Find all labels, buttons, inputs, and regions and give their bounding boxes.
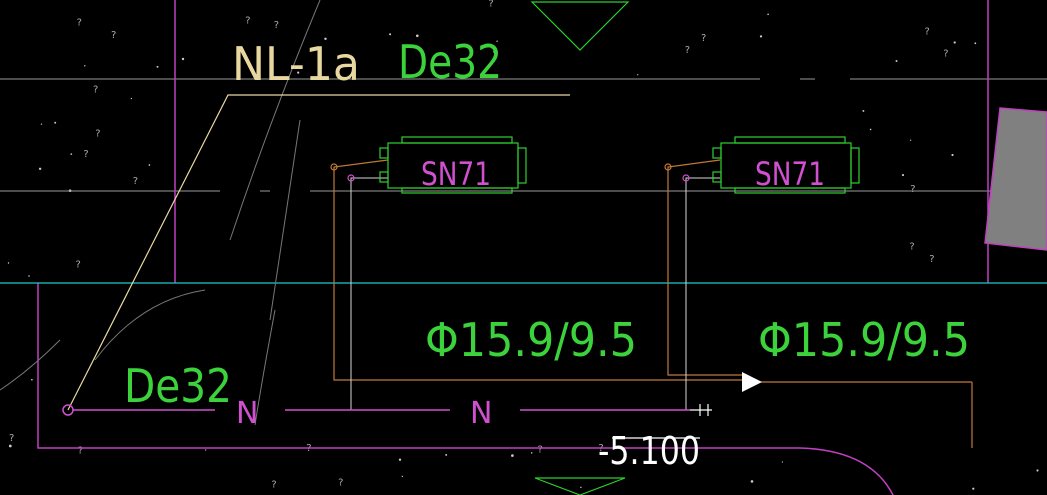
hatch-dot xyxy=(953,41,956,44)
hatch-mark: ? xyxy=(245,16,250,27)
hatch-dot xyxy=(637,74,639,76)
walls xyxy=(37,0,989,495)
elevation-marker xyxy=(612,404,712,439)
hatch-mark: ? xyxy=(338,478,343,489)
hatch-dot xyxy=(493,50,496,53)
hatch-dot xyxy=(415,34,419,38)
riser-symbol[interactable] xyxy=(62,404,74,416)
top-triangle-symbol xyxy=(530,1,630,51)
hatch-dot xyxy=(580,486,582,489)
hatch-dot xyxy=(148,164,151,166)
hatch-dot xyxy=(496,40,498,42)
hatch-dot xyxy=(781,461,784,463)
pipe-spec-2-label: Φ15.9/9.5 xyxy=(758,313,970,367)
hatch-mark: ? xyxy=(685,45,690,56)
slab-hatch: ???????????????????????? xyxy=(7,0,1039,490)
faint-curves xyxy=(0,0,321,426)
hatch-dot xyxy=(130,97,133,100)
hatch-dot xyxy=(869,128,872,131)
hatch-mark: ? xyxy=(271,479,276,490)
drain-tag-2-label: N xyxy=(470,396,492,431)
hatch-mark: ? xyxy=(83,149,88,160)
hatch-mark: ? xyxy=(701,33,706,44)
branch-lines xyxy=(350,177,720,410)
hatch-dot xyxy=(445,453,448,456)
hatch-mark: ? xyxy=(93,85,98,96)
hatch-dot xyxy=(759,35,763,38)
hatch-dot xyxy=(181,57,185,61)
hatch-dot xyxy=(972,487,975,490)
hatch-dot xyxy=(974,42,977,45)
hatch-dot xyxy=(901,174,905,177)
bottom-triangle-symbol xyxy=(534,477,626,495)
hatch-dot xyxy=(895,60,898,62)
riser-id-label: NL-1a xyxy=(232,37,360,91)
hatch-dot xyxy=(511,454,514,457)
riser-size-label: De32 xyxy=(398,35,502,89)
hatch-mark: ? xyxy=(77,17,82,28)
indoor-unit-2[interactable] xyxy=(712,136,860,194)
hatch-mark: ? xyxy=(909,241,914,252)
hatch-dot xyxy=(389,33,392,36)
hatch-dot xyxy=(205,449,207,451)
hatch-mark: ? xyxy=(9,433,14,444)
hatch-dot xyxy=(530,452,533,454)
hatch-mark: ? xyxy=(76,260,81,271)
refrigerant-pipes xyxy=(333,159,973,448)
riser-leader-line xyxy=(67,94,570,411)
hatch-mark: ? xyxy=(943,48,948,59)
flow-arrow xyxy=(742,372,762,392)
hatch-dot xyxy=(324,37,327,41)
drain-size-label: De32 xyxy=(124,359,232,413)
hatch-mark: ? xyxy=(274,20,279,31)
hatch-dot xyxy=(84,65,86,67)
hatch-dot xyxy=(750,480,754,483)
hatch-dot xyxy=(862,109,865,112)
hatch-mark: ? xyxy=(925,26,930,37)
hatch-dot xyxy=(767,13,769,16)
hatch-dot xyxy=(297,71,300,74)
hatch-mark: ? xyxy=(133,176,138,187)
drain-tag-1-label: N xyxy=(236,396,258,431)
hatch-dot xyxy=(8,444,12,448)
hatch-mark: ? xyxy=(910,184,915,195)
pipe-connection-points xyxy=(330,163,690,182)
hatch-dot xyxy=(909,139,912,141)
hatch-dot xyxy=(70,153,73,155)
structural-column xyxy=(984,107,1047,251)
reference-lines xyxy=(0,78,1047,192)
pipe-spec-1-label: Φ15.9/9.5 xyxy=(425,313,637,367)
hatch-dot xyxy=(401,475,403,478)
hatch-dot xyxy=(40,123,43,125)
hatch-dot xyxy=(1036,469,1039,472)
hatch-mark: ? xyxy=(538,444,543,455)
hatch-dot xyxy=(156,65,159,68)
hatch-dot xyxy=(38,167,42,171)
hatch-dot xyxy=(31,378,33,381)
hatch-mark: ? xyxy=(78,446,83,457)
indoor-unit-1[interactable] xyxy=(379,136,527,194)
unit-2-label: SN71 xyxy=(755,155,825,193)
unit-1-label: SN71 xyxy=(421,155,491,193)
hatch-mark: ? xyxy=(929,254,934,265)
hatch-mark: ? xyxy=(488,0,493,10)
hatch-dot xyxy=(7,262,10,264)
hatch-mark: ? xyxy=(95,128,100,139)
elevation-label: -5.100 xyxy=(598,429,700,473)
hatch-mark: ? xyxy=(111,30,116,41)
hatch-dot xyxy=(28,275,30,277)
hatch-dot xyxy=(54,121,57,124)
hatch-dot xyxy=(398,458,402,461)
hatch-dot xyxy=(951,153,954,157)
